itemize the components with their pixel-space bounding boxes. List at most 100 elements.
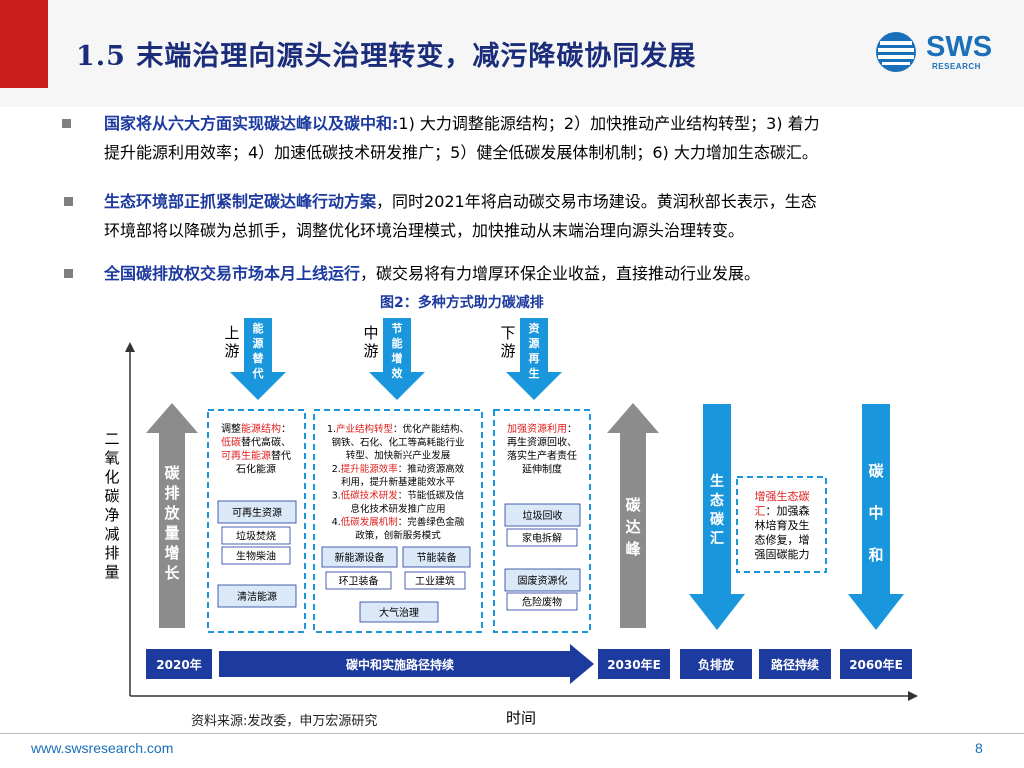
box1-segment: 替代 xyxy=(271,449,291,462)
emission-char: 排 xyxy=(164,484,179,502)
y-axis-char: 排 xyxy=(104,544,119,562)
tag-box xyxy=(325,571,392,590)
neutral-arrow-head xyxy=(848,594,904,630)
stream-position-char: 游 xyxy=(224,342,239,360)
bullet-2-bold: 生态环境部正抓紧制定碳达峰行动方案 xyxy=(104,192,377,211)
peak-arrow-shape xyxy=(607,403,659,628)
box2-segment: 利用，提升新基建能效水平 xyxy=(341,476,456,488)
emission-char: 长 xyxy=(164,564,180,582)
timeline-path-label: 碳中和实施路径持续 xyxy=(346,657,454,672)
box1-segment: ： xyxy=(281,424,291,435)
y-axis-char: 净 xyxy=(104,506,119,524)
tag-label: 工业建筑 xyxy=(415,575,455,588)
tag-box xyxy=(402,546,471,568)
stream-position-char: 游 xyxy=(363,342,378,360)
downstream-box xyxy=(493,409,591,633)
timeline-2060-box xyxy=(840,649,912,679)
bullet-1-line-2: 提升能源利用效率；4）加速低碳技术研发推广；5）健全低碳发展体制机制；6) 大力… xyxy=(104,143,818,162)
peak-char: 达 xyxy=(625,518,640,536)
tag-label: 清洁能源 xyxy=(237,590,277,603)
timeline-negative-box xyxy=(680,649,752,679)
x-axis-label: 时间 xyxy=(506,709,537,727)
box2-segment: 1. xyxy=(327,424,336,435)
box2-segment: ：推动资源高效 xyxy=(398,463,465,475)
timeline-2060: 2060年E xyxy=(849,657,903,672)
tag-box xyxy=(504,568,581,592)
neutral-arrow-body xyxy=(862,404,890,594)
tag-box xyxy=(506,592,578,611)
box4-segment: ：加强森 xyxy=(766,504,810,518)
box4-line: 增强生态碳 xyxy=(755,489,810,503)
y-axis-char: 二 xyxy=(104,430,119,448)
bullet-2-text: ，同时2021年将启动碳交易市场建设。黄润秋部长表示，生态 xyxy=(376,192,817,211)
box3-segment: 落实生产者责任 xyxy=(507,449,577,462)
box4-segment: 强固碳能力 xyxy=(755,547,810,561)
logo-text: SWS xyxy=(926,31,993,63)
emission-char: 量 xyxy=(164,524,179,542)
y-axis-char: 氧 xyxy=(104,449,119,467)
box2-segment: 息化技术研发推广应用 xyxy=(350,503,445,515)
box4-line: 汇：加强森 xyxy=(755,504,810,518)
box3-segment: 延伸制度 xyxy=(522,463,562,476)
stream-position-char: 上 xyxy=(224,324,239,342)
bullet-2-line-2: 环境部将以降碳为总抓手，调整优化环境治理模式，加快推动从末端治理向源头治理转变。 xyxy=(104,221,745,240)
sink-char: 汇 xyxy=(710,531,724,547)
neutral-char: 碳 xyxy=(868,462,884,480)
emission-char: 碳 xyxy=(164,464,180,482)
box4-line: 态修复，增 xyxy=(755,533,810,547)
figure-title: 图2：多种方式助力碳减排 xyxy=(380,295,544,311)
box1-segment: 调整 xyxy=(221,422,241,435)
peak-char: 峰 xyxy=(625,540,641,558)
neutral-arrow: 碳中和 xyxy=(848,404,904,630)
timeline-path-arrow xyxy=(219,644,594,684)
timeline-continue: 路径持续 xyxy=(771,657,819,672)
stream-arrow-char: 再 xyxy=(529,352,540,365)
stream-arrow-char: 能 xyxy=(392,336,403,350)
bullet-3: 全国碳排放权交易市场本月上线运行，碳交易将有力增厚环保企业收益，直接推动行业发展… xyxy=(64,259,994,288)
bullet-1-text: 1) 大力调整能源结构；2）加快推动产业结构转型；3) 着力 xyxy=(398,114,820,133)
timeline-continue-box xyxy=(759,649,831,679)
bullet-3-line-1: 全国碳排放权交易市场本月上线运行，碳交易将有力增厚环保企业收益，直接推动行业发展… xyxy=(104,259,994,288)
neutral-char: 和 xyxy=(868,546,883,564)
emission-char: 增 xyxy=(164,544,179,562)
midstream-box xyxy=(313,409,483,633)
stream-arrow-char: 生 xyxy=(529,366,540,380)
source-note: 资料来源:发改委，申万宏源研究 xyxy=(191,714,378,729)
eco-sink-box xyxy=(736,476,827,573)
tag-label: 垃圾焚烧 xyxy=(236,530,276,543)
box3-line: 加强资源利用： xyxy=(507,422,577,435)
stream-arrow-char: 源 xyxy=(529,336,540,350)
header-bar xyxy=(0,0,1024,107)
tag-label: 家电拆解 xyxy=(522,532,562,545)
box1-line: 石化能源 xyxy=(236,463,276,476)
bullet-1: 国家将从六大方面实现碳达峰以及碳中和:1) 大力调整能源结构；2）加快推动产业结… xyxy=(62,109,994,167)
box2-line: 钢铁、石化、化工等高耗能行业 xyxy=(331,436,464,448)
tag-label: 节能装备 xyxy=(417,551,457,564)
neutral-char: 中 xyxy=(868,504,883,522)
tag-label: 生物柴油 xyxy=(236,550,276,563)
y-axis-char: 量 xyxy=(104,563,119,581)
box2-segment: 钢铁、石化、化工等高耗能行业 xyxy=(331,436,464,448)
box2-segment: 转型、加快新兴产业发展 xyxy=(346,450,451,462)
sws-logo-icon xyxy=(876,32,916,72)
stream-arrow-char: 源 xyxy=(253,336,264,350)
box2-segment: ：完善绿色金融 xyxy=(398,516,465,528)
tag-box xyxy=(504,503,581,527)
box4-line: 林培育及生 xyxy=(755,518,810,532)
timeline-2030-box xyxy=(598,649,670,679)
stream-arrow-char: 节 xyxy=(392,321,403,335)
bullet-2-line-1: 生态环境部正抓紧制定碳达峰行动方案，同时2021年将启动碳交易市场建设。黄润秋部… xyxy=(104,187,994,216)
box2-segment: 低碳技术研发 xyxy=(341,490,399,502)
peak-arrow: 碳达峰 xyxy=(607,403,659,628)
sws-logo: SWS RESEARCH xyxy=(874,30,1006,74)
box4-line: 强固碳能力 xyxy=(755,547,810,561)
box1-segment: 可再生能源 xyxy=(221,449,271,462)
timeline-negative: 负排放 xyxy=(698,657,735,672)
box3-segment: 再生资源回收、 xyxy=(507,436,577,449)
stream-arrow-body xyxy=(383,318,411,372)
box2-line: 2.提升能源效率：推动资源高效 xyxy=(332,463,465,475)
